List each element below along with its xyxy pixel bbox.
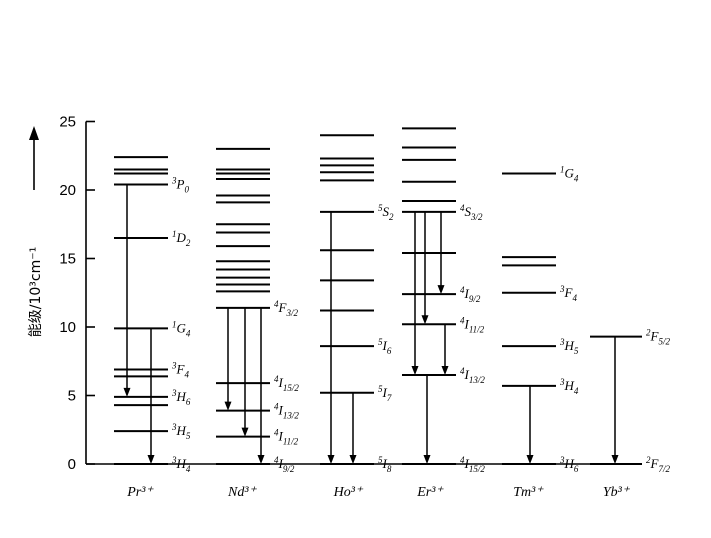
level-label: 5I7	[378, 384, 392, 403]
level-label: 2F7/2	[646, 455, 670, 474]
ion-label: Yb³⁺	[603, 485, 631, 500]
level-label: 3H5	[559, 337, 579, 356]
level-label: 3H6	[559, 455, 579, 474]
level-label: 3F4	[559, 284, 577, 303]
level-label: 4I13/2	[460, 366, 485, 385]
level-label: 5S2	[378, 203, 394, 222]
ion-label: Pr³⁺	[126, 485, 154, 500]
level-label: 4I9/2	[274, 455, 295, 474]
level-label: 3H6	[171, 388, 191, 407]
level-label: 3P0	[171, 176, 189, 195]
transition-arrow	[147, 328, 155, 464]
level-label: 4I15/2	[460, 455, 485, 474]
transition-arrow	[423, 374, 431, 464]
level-label: 4I11/2	[274, 428, 299, 447]
level-label: 5I6	[378, 337, 392, 356]
level-label: 5I8	[378, 455, 392, 474]
level-label: 4I15/2	[274, 374, 299, 393]
level-label: 1G4	[172, 319, 191, 338]
ion-label: Nd³⁺	[227, 485, 258, 500]
level-label: 3H4	[559, 377, 579, 396]
transition-arrow	[441, 324, 449, 375]
level-label: 4I11/2	[460, 315, 485, 334]
transition-arrow	[241, 307, 249, 437]
transition-arrow	[327, 211, 335, 464]
level-label: 1G4	[560, 165, 579, 184]
energy-up-arrow	[29, 126, 39, 190]
ion-label: Tm³⁺	[513, 485, 544, 500]
transition-arrow	[257, 307, 265, 464]
transition-arrow	[437, 211, 445, 295]
y-tick-label: 15	[59, 251, 76, 268]
y-tick-label: 5	[68, 388, 76, 405]
level-label: 2F5/2	[646, 328, 670, 347]
ion-label: Er³⁺	[416, 485, 444, 500]
transition-arrow	[123, 184, 131, 397]
level-label: 4I9/2	[460, 285, 481, 304]
transition-arrow	[224, 307, 232, 411]
transition-arrow	[526, 385, 534, 464]
level-label: 4F3/2	[274, 299, 298, 318]
transition-arrow	[611, 336, 619, 464]
level-label: 3F4	[171, 360, 189, 379]
y-tick-label: 25	[59, 114, 76, 131]
transition-arrow	[421, 211, 429, 325]
level-label: 4S3/2	[460, 203, 483, 222]
level-label: 3H4	[171, 455, 191, 474]
ion-label: Ho³⁺	[333, 485, 364, 500]
level-label: 3H5	[171, 422, 191, 441]
y-tick-label: 20	[59, 182, 76, 199]
y-axis-label: 能级/10³cm⁻¹	[28, 247, 44, 337]
level-label: 4I13/2	[274, 402, 299, 421]
y-tick-label: 10	[59, 319, 76, 336]
y-tick-label: 0	[68, 456, 76, 473]
transition-arrow	[349, 392, 357, 464]
transition-arrow	[411, 211, 419, 375]
level-label: 1D2	[172, 229, 191, 248]
